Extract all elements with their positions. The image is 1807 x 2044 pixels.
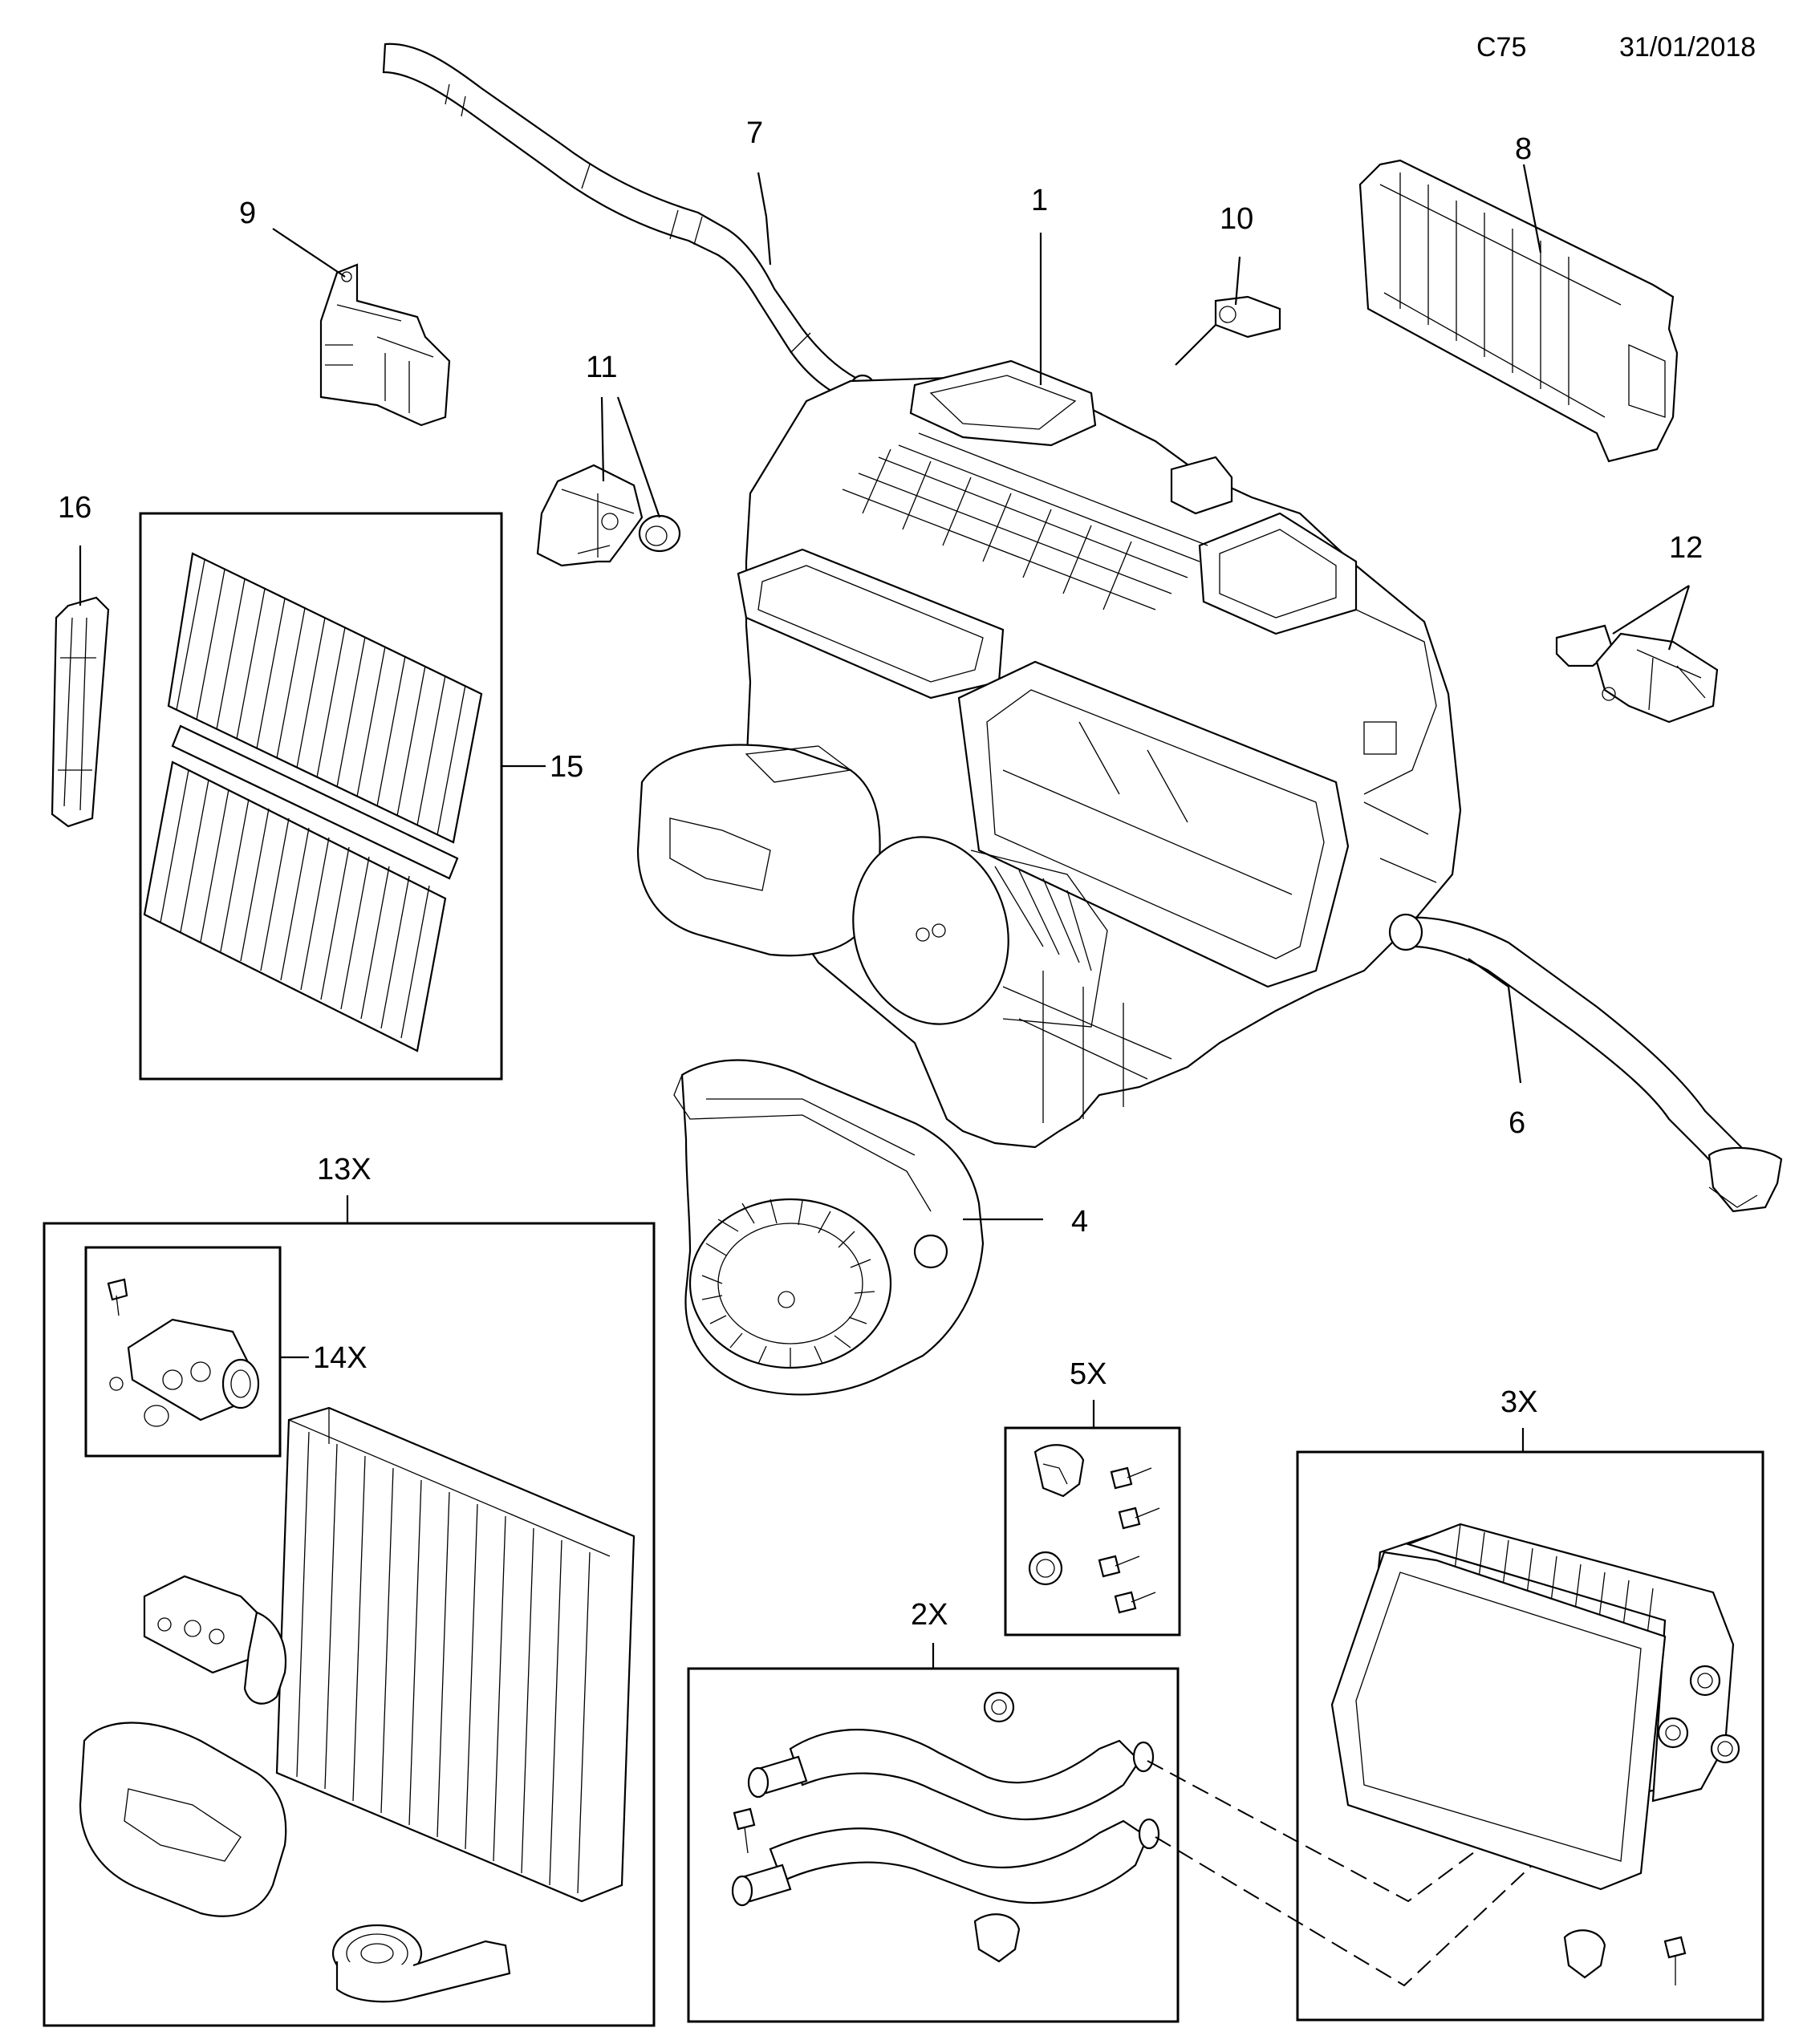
callout-15: 15 [550,750,583,784]
fastener-kit [1028,1444,1160,1614]
callout-14x: 14X [313,1341,367,1375]
filter-seal-strip [171,724,459,880]
temperature-sensor [1175,295,1281,366]
callout-6: 6 [1509,1106,1525,1140]
leader-lines [79,164,1691,1669]
callout-13x: 13X [317,1153,372,1186]
hose-kit [731,1691,1160,1963]
pollen-filter-lower [143,760,447,1052]
pollen-filter-upper [167,552,483,844]
callout-8: 8 [1515,132,1532,166]
filter-kit-frame [139,512,503,1081]
connection-line-lower [1155,1732,1674,1987]
callout-5x: 5X [1070,1357,1107,1391]
housing-left-scroll [636,744,881,957]
callout-9: 9 [239,197,256,230]
diagram-code: C75 [1476,32,1526,63]
callout-10: 10 [1220,202,1253,236]
callout-12: 12 [1669,531,1703,565]
fastener-kit-frame [1004,1426,1181,1636]
heater-core-kit-frame [1296,1450,1764,2022]
expansion-valve-kit [107,1278,260,1427]
callout-3x: 3X [1500,1385,1537,1419]
evaporator-core [275,1406,635,1903]
filter-cover [51,596,110,828]
callout-2x: 2X [911,1598,948,1632]
heater-radiator [1358,159,1679,463]
housing-blower-motor [852,836,1108,1028]
callout-7: 7 [746,116,763,150]
evaporator-kit-frame [43,1222,656,2027]
heater-hose-lower [1388,913,1783,1213]
evaporator-seal-frame [79,1722,287,1917]
callout-4: 4 [1071,1205,1088,1239]
callout-11: 11 [586,351,617,384]
foam-tape-roll [331,1924,511,2003]
flap-actuator-left [536,464,681,567]
callout-1: 1 [1031,184,1048,217]
heater-core [1330,1523,1740,1985]
heater-hose-upper [382,43,879,416]
evaporator-expansion-valve [143,1575,287,1705]
expansion-valve-kit-frame [84,1246,282,1458]
hvac-housing [737,359,1462,1149]
flap-actuator-right [1555,624,1719,724]
callout-16: 16 [58,491,91,525]
blower-resistor [319,263,451,427]
diagram-date: 31/01/2018 [1619,32,1756,63]
blower-fan [673,1059,985,1396]
